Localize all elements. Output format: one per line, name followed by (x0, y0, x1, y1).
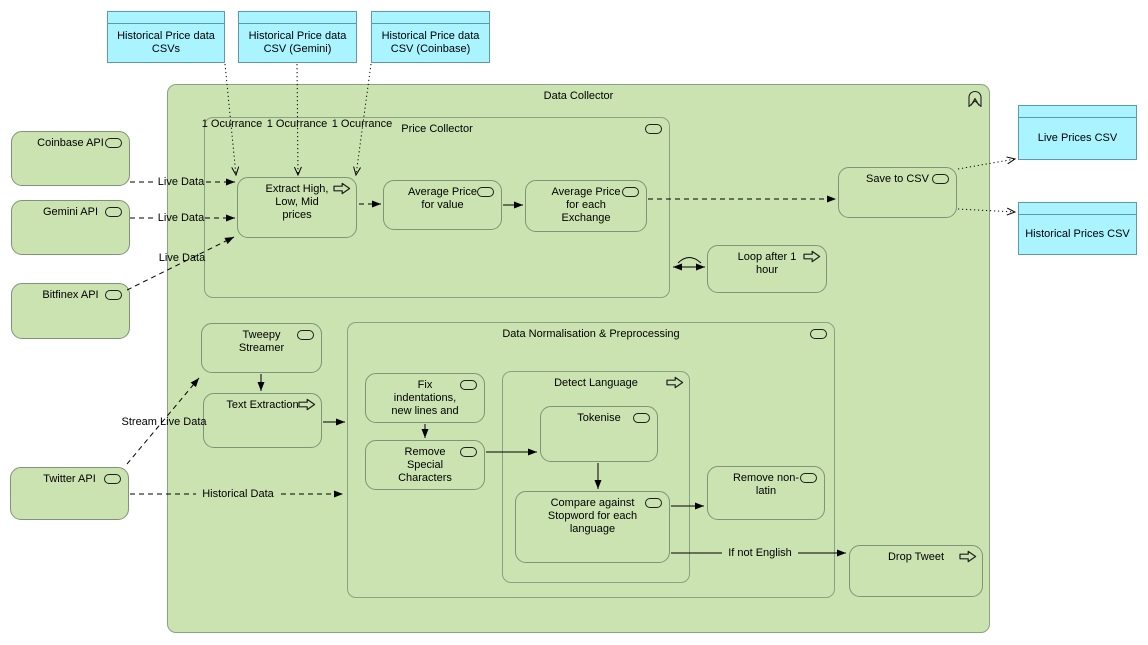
remove-special-characters-label: Remove Special Characters (398, 446, 452, 484)
service-icon (105, 138, 122, 148)
edge-label: 1 Ocurrance (331, 118, 393, 130)
tokenise-label: Tokenise (577, 412, 621, 424)
edge-label: 1 Ocurrance (201, 118, 263, 130)
node-coinbase-api[interactable]: Coinbase API (11, 131, 130, 186)
coinbase-api-label: Coinbase API (37, 137, 104, 149)
node-extract-high-low-mid-prices[interactable]: Extract High, Low, Mid prices (237, 177, 357, 238)
node-average-price-for-each-exchange[interactable]: Average Price for each Exchange (525, 180, 647, 232)
text-extraction-label: Text Extraction (226, 399, 299, 411)
node-tweepy-streamer[interactable]: Tweepy Streamer (201, 323, 322, 373)
service-icon (297, 330, 314, 340)
historical-price-data-csvs-label: Historical Price data CSVs (117, 30, 215, 55)
node-loop-after-1-hour[interactable]: Loop after 1 hour (707, 245, 827, 293)
node-drop-tweet[interactable]: Drop Tweet (849, 545, 983, 597)
edge-label: Stream Live Data (121, 416, 207, 428)
historical-price-data-csv-coinbase-label: Historical Price data CSV (Coinbase) (381, 30, 480, 55)
data-collector-label: Data Collector (543, 90, 614, 102)
drop-tweet-label: Drop Tweet (887, 551, 945, 563)
edge-label: Live Data (158, 252, 206, 264)
process-arrow-icon (959, 550, 977, 563)
node-bitfinex-api[interactable]: Bitfinex API (11, 283, 130, 339)
average-price-for-value-label: Average Price for value (408, 186, 477, 211)
historical-prices-csv-label: Historical Prices CSV (1025, 228, 1130, 240)
service-icon (105, 290, 122, 300)
service-icon (477, 187, 494, 197)
data-object-band (1019, 106, 1136, 118)
process-arrow-icon (333, 182, 351, 195)
data-object-band (1019, 203, 1136, 215)
data-object-historical-price-data-csvs[interactable]: Historical Price data CSVs (107, 11, 225, 63)
edge-label: If not English (728, 547, 792, 559)
process-arrow-icon (803, 250, 821, 263)
tweepy-streamer-label: Tweepy Streamer (238, 329, 285, 354)
service-icon (932, 174, 949, 184)
collapse-chevron-icon (965, 88, 985, 108)
twitter-api-label: Twitter API (43, 473, 96, 485)
service-icon (645, 124, 662, 134)
service-icon (622, 187, 639, 197)
node-average-price-for-value[interactable]: Average Price for value (383, 180, 502, 230)
node-tokenise[interactable]: Tokenise (540, 406, 658, 462)
node-compare-against-stopword[interactable]: Compare against Stopword for each langua… (515, 491, 670, 563)
edge-label: Live Data (157, 212, 205, 224)
service-icon (800, 473, 817, 483)
data-object-live-prices-csv[interactable]: Live Prices CSV (1018, 105, 1137, 160)
node-gemini-api[interactable]: Gemini API (11, 200, 130, 255)
service-icon (645, 498, 662, 508)
service-icon (460, 380, 477, 390)
node-remove-non-latin[interactable]: Remove non- latin (707, 466, 825, 520)
save-to-csv-label: Save to CSV (866, 173, 929, 185)
remove-non-latin-label: Remove non- latin (732, 472, 800, 497)
data-normalisation-label: Data Normalisation & Preprocessing (502, 328, 680, 340)
data-object-historical-price-data-csv-coinbase[interactable]: Historical Price data CSV (Coinbase) (371, 11, 490, 63)
extract-high-low-mid-prices-label: Extract High, Low, Mid prices (265, 183, 329, 221)
data-object-historical-prices-csv[interactable]: Historical Prices CSV (1018, 202, 1137, 255)
node-save-to-csv[interactable]: Save to CSV (838, 167, 957, 218)
service-icon (104, 474, 121, 484)
live-prices-csv-label: Live Prices CSV (1037, 132, 1118, 144)
node-twitter-api[interactable]: Twitter API (10, 467, 129, 520)
edge-label: Live Data (157, 176, 205, 188)
detect-language-label: Detect Language (554, 377, 638, 389)
service-icon (810, 329, 827, 339)
historical-price-data-csv-gemini-label: Historical Price data CSV (Gemini) (248, 30, 347, 55)
data-object-band (239, 12, 356, 24)
process-arrow-icon (666, 376, 684, 389)
loop-after-1-hour-label: Loop after 1 hour (737, 251, 797, 276)
average-price-for-each-exchange-label: Average Price for each Exchange (551, 186, 621, 224)
service-icon (105, 207, 122, 217)
service-icon (460, 447, 477, 457)
node-remove-special-characters[interactable]: Remove Special Characters (365, 440, 485, 490)
data-object-band (108, 12, 224, 24)
fix-indentations-label: Fix indentations, new lines and (391, 379, 459, 417)
process-arrow-icon (298, 398, 316, 411)
node-text-extraction[interactable]: Text Extraction (203, 393, 322, 448)
price-collector-label: Price Collector (401, 123, 473, 135)
node-fix-indentations[interactable]: Fix indentations, new lines and (365, 373, 485, 423)
edge-label: 1 Ocurrance (266, 118, 328, 130)
edge-label: Historical Data (202, 488, 274, 500)
gemini-api-label: Gemini API (42, 206, 99, 218)
data-object-band (372, 12, 489, 24)
service-icon (633, 413, 650, 423)
compare-against-stopword-label: Compare against Stopword for each langua… (547, 497, 638, 535)
bitfinex-api-label: Bitfinex API (42, 289, 99, 301)
data-object-historical-price-data-csv-gemini[interactable]: Historical Price data CSV (Gemini) (238, 11, 357, 63)
